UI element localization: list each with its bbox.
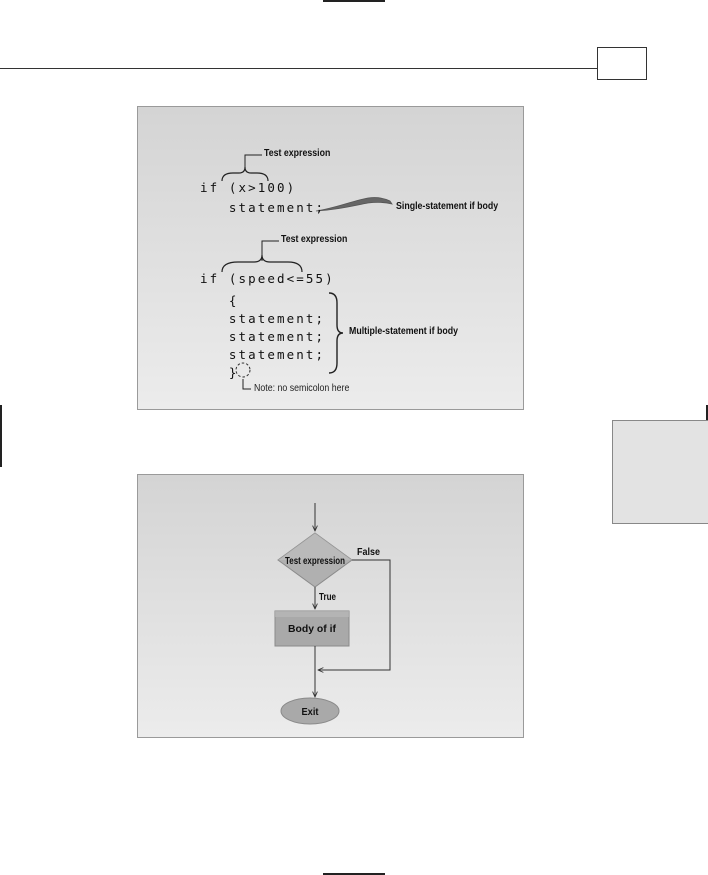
body-of-if-box	[274, 610, 350, 647]
multi-if-code-line: if (speed<=55)	[200, 271, 335, 286]
open-brace-line: {	[200, 293, 239, 308]
top-cut-mark	[323, 0, 385, 2]
multi-test-expression-label: Test expression	[281, 234, 348, 245]
multi-test-bracket	[221, 240, 344, 390]
close-brace-line: }	[200, 365, 239, 380]
page-number-box	[597, 47, 647, 80]
left-margin-mark	[0, 405, 2, 467]
true-label: True	[319, 591, 336, 603]
flowchart-diagram: Test expression False True Body of if Ex…	[274, 503, 391, 725]
statement-line-1: statement;	[200, 311, 326, 326]
exit-terminal	[280, 697, 340, 725]
false-path-line	[318, 559, 391, 670]
decision-diamond	[277, 532, 353, 588]
statement-line-2: statement;	[200, 329, 326, 344]
header-rule	[0, 68, 597, 69]
single-test-bracket	[221, 154, 393, 212]
single-statement-body-label: Single-statement if body	[396, 201, 499, 212]
no-semicolon-note: Note: no semicolon here	[254, 383, 350, 394]
if-flowchart-figure: Test expression False True Body of if Ex…	[137, 474, 524, 738]
single-if-code-line: if (x>100)	[200, 180, 297, 195]
terminal-text: Exit	[302, 706, 319, 718]
false-label: False	[357, 546, 380, 558]
statement-line-3: statement;	[200, 347, 326, 362]
decision-text: Test expression	[285, 555, 345, 567]
single-test-expression-label: Test expression	[264, 148, 331, 159]
chapter-thumb-tab	[612, 420, 708, 524]
multi-statement-body-label: Multiple-statement if body	[349, 326, 459, 337]
single-statement-code-line: statement;	[200, 200, 326, 215]
if-syntax-figure: Test expression if (x>100) statement; Si…	[137, 106, 524, 410]
bottom-cut-mark	[323, 873, 385, 875]
process-text: Body of if	[288, 623, 336, 635]
